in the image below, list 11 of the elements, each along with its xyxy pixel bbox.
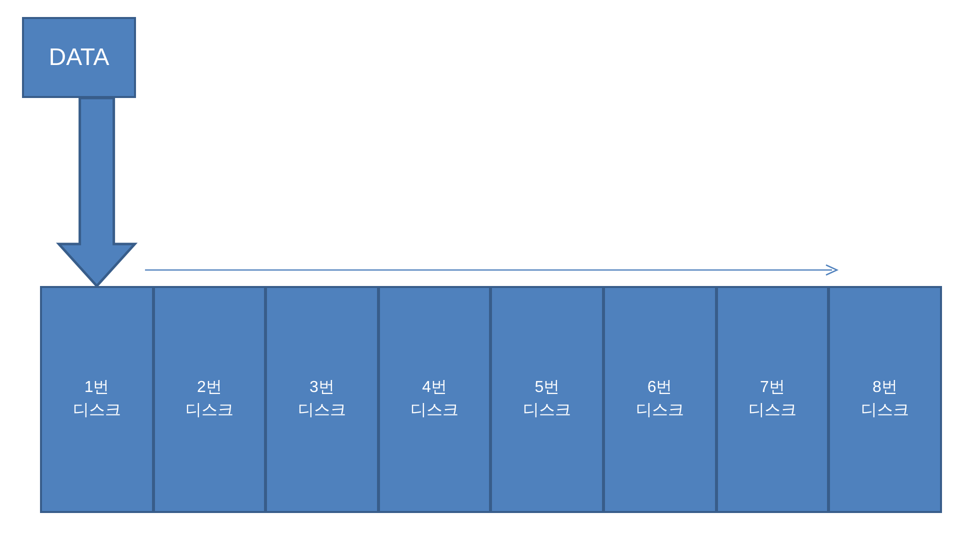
disk-label: 3번 디스크 [296, 378, 347, 420]
disk-label: 8번 디스크 [860, 378, 910, 420]
data-box [22, 17, 136, 98]
disk-label: 5번 디스크 [522, 378, 572, 420]
disk-label: 7번 디스크 [747, 378, 798, 420]
disk-label: 6번 디스크 [634, 378, 685, 420]
box-label: DATA [48, 44, 110, 72]
disk-label: 4번 디스크 [410, 378, 460, 420]
disk-label: 2번 디스크 [184, 378, 234, 420]
block-arrow [56, 96, 138, 288]
disk-label: 1번 디스크 [72, 378, 122, 420]
